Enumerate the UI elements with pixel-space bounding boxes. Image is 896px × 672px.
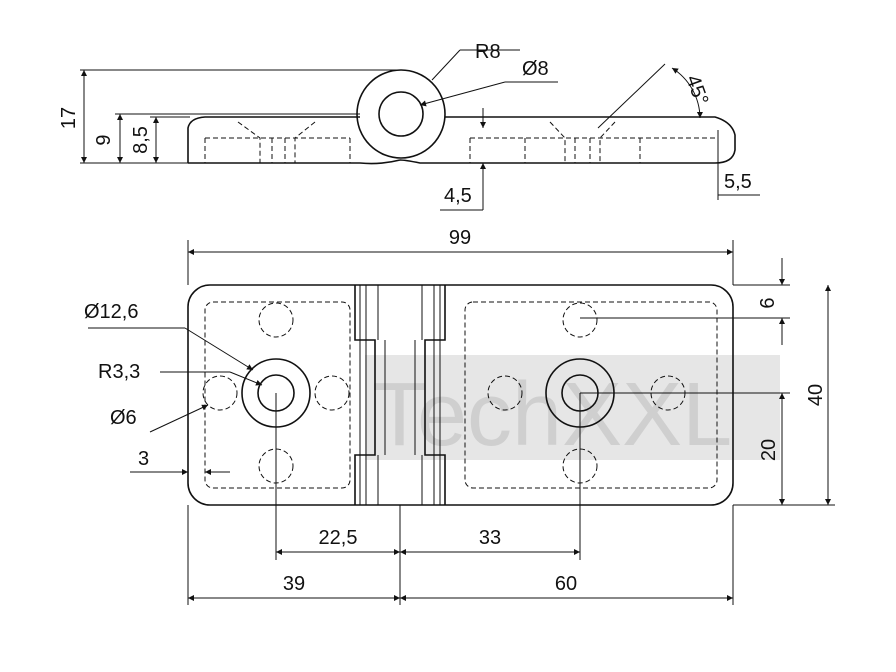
label-knuckle-radius: R8 [475,41,501,63]
label-small-hole-diameter: Ø6 [110,407,137,429]
dim-leaf-thickness: 4,5 [444,185,472,207]
dim-left-leaf-length: 39 [283,573,305,595]
dim-left-hole-to-axis: 22,5 [319,527,358,549]
dim-plate-height: 8,5 [130,126,152,154]
side-pin [378,91,424,137]
dim-edge-height: 5,5 [724,171,752,193]
dim-hinge-center-height: 9 [93,134,115,145]
label-chamfer-angle: 45° [681,72,712,108]
dim-overall-length: 99 [449,227,471,249]
dim-half-width: 20 [758,439,780,461]
dim-right-leaf-length: 60 [555,573,577,595]
dim-hole-offset-top: 6 [757,297,779,308]
dim-right-hole-to-axis: 33 [479,527,501,549]
side-left-leaf [187,116,401,165]
top-outline [187,284,734,506]
watermark-text: TechXXL [372,365,732,465]
side-knuckle [356,69,446,159]
label-bore-radius: R3,3 [98,361,140,383]
label-counterbore-diameter: Ø12,6 [84,301,138,323]
side-view: 17 9 8,5 R8 Ø8 45° 4,5 5,5 [58,41,760,211]
dim-total-height: 17 [58,107,80,129]
dim-edge-margin: 3 [138,448,149,470]
top-view: 99 6 40 20 Ø12,6 R3,3 Ø6 3 [84,227,835,605]
dim-overall-width: 40 [805,384,827,406]
side-right-leaf [399,116,736,164]
label-pin-diameter: Ø8 [522,58,549,80]
